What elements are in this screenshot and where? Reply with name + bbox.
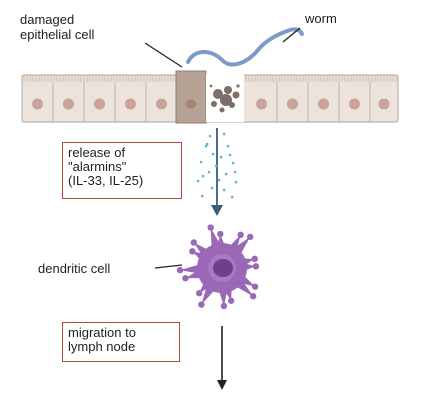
dendrite-tip [246, 233, 254, 241]
release-of-alarmins-box: release of "alarmins" (IL-33, IL-25) [62, 142, 182, 199]
dendrite-tip [251, 283, 259, 290]
alarmin-dot [228, 153, 232, 157]
alarmin-dot [234, 180, 238, 184]
dendrite-tip [220, 302, 228, 310]
migration-to-lymph-node-box: migration to lymph node [62, 322, 180, 362]
epithelial-cell-nucleus [94, 98, 105, 110]
alarmin-dot [214, 164, 218, 168]
epithelial-cell-nucleus [63, 98, 74, 110]
alarmin-dot [199, 160, 203, 164]
damaged-cell-label-line-1: damaged [20, 12, 75, 27]
alarmin-dot [222, 132, 226, 136]
epithelium-layer [21, 70, 399, 124]
release-box-line-2: "alarmins" [68, 159, 127, 174]
dendrite-tip [176, 266, 184, 274]
alarmin-dot [222, 188, 226, 192]
alarmin-dot [201, 174, 205, 178]
dendritic-cell-nucleus [213, 259, 233, 277]
dendrite-tip [198, 301, 205, 308]
dendrite-tip [182, 275, 189, 282]
dendritic-cell-pointer [154, 264, 183, 269]
alarmin-dot [205, 142, 209, 146]
damaged-cell-label: damaged epithelial cell [20, 12, 94, 42]
dendrite-tip [195, 290, 203, 297]
alarmin-dot [208, 134, 212, 138]
alarmin-dot [231, 161, 235, 165]
dendrite-tip [249, 292, 257, 300]
epithelial-cell-nucleus [318, 98, 329, 110]
dendrite-tip [251, 255, 258, 263]
epithelial-cell-nucleus [378, 98, 390, 110]
damaged-cell-label-line-2: epithelial cell [20, 27, 95, 42]
dendrite-tip [217, 230, 224, 238]
alarmin-dot [211, 152, 215, 156]
worm-pointer [282, 27, 301, 43]
dendrite-tip [190, 239, 198, 246]
dendrite-tip [189, 248, 196, 255]
epithelial-cell-nucleus [32, 98, 43, 110]
worm-shape [186, 27, 304, 67]
cell-debris [209, 84, 240, 113]
damaged-cell [175, 70, 207, 124]
epithelial-cell-nucleus [256, 98, 267, 110]
dendrite-tip [227, 297, 235, 304]
alarmin-dot [204, 144, 208, 148]
worm-label: worm [305, 11, 337, 26]
alarmin-dot [210, 186, 214, 190]
migration-arrow [217, 326, 227, 390]
alarmin-dot [226, 144, 230, 148]
alarmin-dot [230, 195, 234, 199]
dendritic-cell-label: dendritic cell [38, 261, 111, 276]
alarmin-dot [233, 170, 237, 174]
alarmin-dot [224, 172, 228, 176]
alarmin-dot [207, 170, 211, 174]
dendritic-cell [176, 224, 260, 310]
alarmin-dot [196, 179, 200, 183]
alarmin-release-arrow [211, 128, 223, 216]
dendrite-tip [252, 263, 260, 270]
migration-box-line-2: lymph node [68, 339, 136, 354]
alarmin-dot [200, 194, 204, 198]
damaged-cell-pointer [144, 42, 183, 68]
epithelial-cell-nucleus [349, 98, 360, 110]
migration-box-line-1: migration to [68, 325, 136, 340]
dendrite-tip [207, 224, 214, 231]
epithelial-cell-nucleus [156, 98, 167, 110]
release-box-line-3: (IL-33, IL-25) [68, 173, 144, 188]
alarmin-dot [219, 155, 223, 159]
alarmin-dots [196, 132, 238, 199]
release-box-line-1: release of [68, 145, 126, 160]
damaged-cell-nucleus [185, 99, 197, 109]
alarmin-dot [217, 178, 221, 182]
epithelial-cell-nucleus [287, 98, 298, 110]
epithelial-cell-nucleus [125, 98, 136, 110]
dendrite-tip [237, 231, 244, 239]
